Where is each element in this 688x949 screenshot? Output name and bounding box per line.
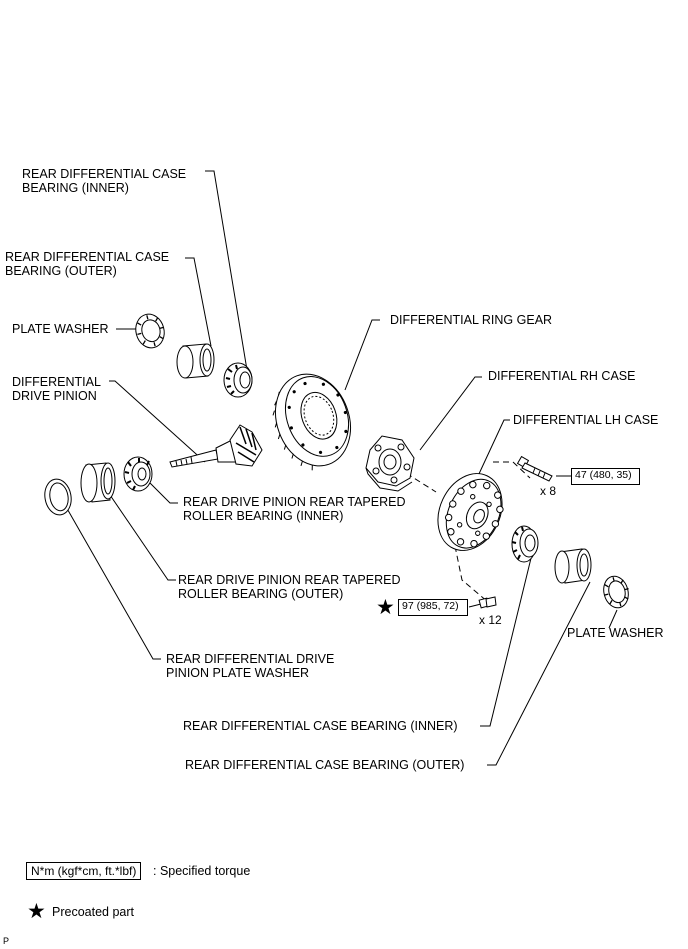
label-case-bearing-outer-top: REAR DIFFERENTIAL CASE BEARING (OUTER) xyxy=(5,250,170,278)
drive-pinion-part xyxy=(169,424,263,468)
legend-star-icon: ★ xyxy=(27,899,46,923)
label-case-bearing-outer-bottom: REAR DIFFERENTIAL CASE BEARING (OUTER) xyxy=(185,758,465,772)
case-bearing-inner-top-part xyxy=(223,362,253,398)
label-lh-case: DIFFERENTIAL LH CASE xyxy=(513,413,659,427)
bolt-qty-upper: x 8 xyxy=(540,484,557,498)
label-plate-washer-right: PLATE WASHER xyxy=(567,626,664,640)
legend-star-desc: Precoated part xyxy=(52,905,134,919)
pinion-plate-washer-part xyxy=(44,478,72,516)
leader-case-bearing-outer-bottom xyxy=(487,581,591,766)
leader-pinion-bearing-inner xyxy=(149,482,178,504)
label-case-bearing-inner-bottom: REAR DIFFERENTIAL CASE BEARING (INNER) xyxy=(183,719,458,733)
label-drive-pinion: DIFFERENTIAL DRIVE PINION xyxy=(12,375,101,403)
plate-washer-left-part xyxy=(135,313,165,349)
plate-washer-right-part xyxy=(603,575,629,609)
label-pinion-plate-washer: REAR DIFFERENTIAL DRIVE PINION PLATE WAS… xyxy=(166,652,335,680)
pinion-bearing-inner-part xyxy=(123,456,153,492)
lh-case-part xyxy=(437,473,504,551)
bolt-lower-part xyxy=(478,596,497,609)
torque-box-upper: 47 (480, 35) xyxy=(571,468,640,485)
torque-box-lower: 97 (985, 72) xyxy=(398,599,468,616)
leader-case-bearing-inner-top xyxy=(205,170,248,371)
legend-torque-desc: : Specified torque xyxy=(153,864,251,878)
leader-ring-gear xyxy=(344,319,380,391)
label-pinion-bearing-outer: REAR DRIVE PINION REAR TAPERED ROLLER BE… xyxy=(178,573,401,601)
label-rh-case: DIFFERENTIAL RH CASE xyxy=(488,369,636,383)
leader-rh-case xyxy=(419,376,482,451)
pinion-bearing-outer-part xyxy=(80,462,116,503)
bolt-qty-lower: x 12 xyxy=(479,613,502,627)
case-bearing-outer-top-part xyxy=(176,343,215,379)
case-bearing-outer-bottom-part xyxy=(554,548,592,584)
leader-case-bearing-outer-top xyxy=(185,257,212,347)
leader-plate-washer-right xyxy=(608,609,618,629)
label-pinion-bearing-inner: REAR DRIVE PINION REAR TAPERED ROLLER BE… xyxy=(183,495,406,523)
leader-pinion-bearing-outer xyxy=(109,494,176,581)
precoated-star-icon: ★ xyxy=(376,595,395,619)
leader-case-bearing-inner-bottom xyxy=(480,549,534,727)
figure-code: P xyxy=(3,936,10,946)
case-bearing-inner-bottom-part xyxy=(511,525,539,563)
label-ring-gear: DIFFERENTIAL RING GEAR xyxy=(390,313,553,327)
label-plate-washer-left: PLATE WASHER xyxy=(12,322,109,336)
bolt-upper-part xyxy=(516,455,553,482)
leader-pinion-plate-washer xyxy=(64,504,161,660)
leader-drive-pinion xyxy=(109,380,206,463)
legend-torque-unit-box: N*m (kgf*cm, ft.*lbf) xyxy=(26,862,142,880)
label-case-bearing-inner-top: REAR DIFFERENTIAL CASE BEARING (INNER) xyxy=(22,167,187,195)
leader-lh-case xyxy=(477,419,510,477)
ring-gear-part xyxy=(272,373,351,471)
rh-case-part xyxy=(365,435,415,492)
